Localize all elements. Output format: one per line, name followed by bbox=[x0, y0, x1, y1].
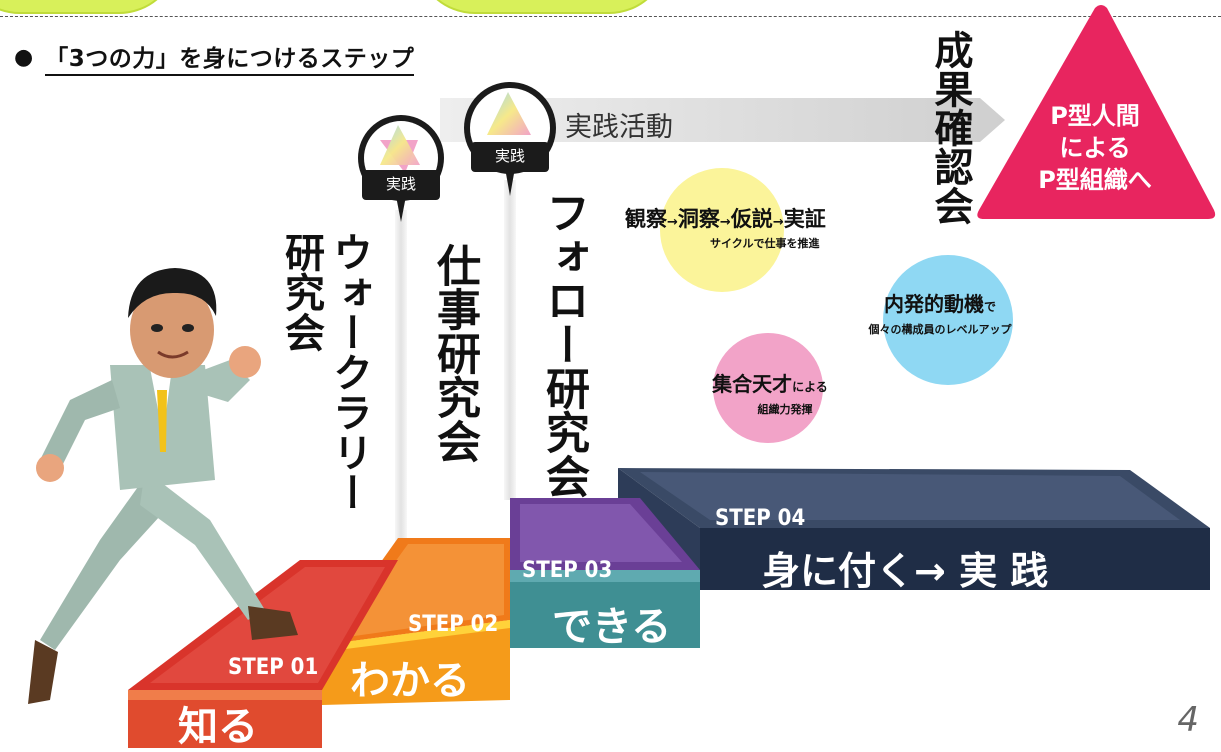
pin-1-label: 実践 bbox=[385, 175, 416, 193]
cycle-verify: 実証 bbox=[783, 207, 826, 231]
step-2-block bbox=[322, 538, 510, 705]
step-1-label: 知る bbox=[178, 704, 258, 750]
step-2-id: STEP 02 bbox=[408, 612, 499, 637]
pole-2 bbox=[504, 180, 516, 500]
milestone-follow: フォロー研究会 bbox=[538, 190, 589, 498]
cycle-insight: 洞察 bbox=[677, 207, 720, 231]
cycle-sub: サイクルで仕事を推進 bbox=[710, 237, 820, 250]
header-divider bbox=[0, 16, 1221, 17]
runner-figure bbox=[28, 268, 298, 704]
blue-circle-text: 内発的動機で 個々の構成員のレベルアップ bbox=[835, 288, 1045, 337]
practice-arrow-label: 実践活動 bbox=[565, 112, 673, 143]
goal-text: P型人間 による P型組織へ bbox=[1015, 100, 1175, 196]
cycle-observe: 観察 bbox=[625, 207, 667, 231]
goal-line-3: P型組織へ bbox=[1038, 166, 1152, 194]
collective-sub: 組織力発揮 bbox=[757, 403, 813, 416]
pink-circle-text: 集合天才による 組織力発揮 bbox=[680, 368, 860, 417]
collective-suffix: による bbox=[792, 380, 828, 394]
step-1-id: STEP 01 bbox=[228, 655, 319, 680]
step-4-block bbox=[618, 468, 1210, 590]
milestone-work: 仕事研究会 bbox=[429, 243, 480, 463]
practice-arrow bbox=[440, 98, 1005, 142]
pin-2 bbox=[464, 82, 556, 196]
pin-2-label: 実践 bbox=[494, 147, 525, 165]
section-heading: ● 「3つの力」を身につけるステップ bbox=[14, 39, 415, 76]
heading-text: 「3つの力」を身につけるステップ bbox=[45, 39, 415, 76]
pink-circle bbox=[713, 333, 823, 443]
yellow-circle bbox=[660, 168, 784, 292]
cycle-arrow-1: → bbox=[667, 215, 678, 230]
goal-line-2: による bbox=[1059, 134, 1131, 162]
milestone-walk-rally-l1: ウォークラリー bbox=[326, 232, 372, 512]
milestone-walk-rally-l2: 研究会 bbox=[278, 232, 324, 352]
step-4-id: STEP 04 bbox=[715, 506, 806, 531]
step-3-block bbox=[510, 498, 700, 648]
step-3-id: STEP 03 bbox=[522, 558, 613, 583]
bullet-icon: ● bbox=[14, 44, 34, 70]
blue-circle bbox=[883, 255, 1013, 385]
motivation-sub: 個々の構成員のレベルアップ bbox=[868, 323, 1012, 336]
milestone-result: 成果確認会 bbox=[928, 30, 973, 225]
pole-1 bbox=[395, 210, 407, 545]
page-number: 4 bbox=[1177, 700, 1199, 740]
goal-triangle bbox=[977, 5, 1216, 219]
cycle-hypothesis: 仮説 bbox=[730, 207, 773, 231]
goal-line-1: P型人間 bbox=[1050, 102, 1140, 130]
collective-main: 集合天才 bbox=[712, 372, 793, 396]
yellow-circle-text: 観察→洞察→仮説→実証 サイクルで仕事を推進 bbox=[625, 203, 925, 251]
step-4-label: 身に付く→ 実 践 bbox=[762, 549, 1049, 593]
step-2-label: わかる bbox=[350, 658, 470, 704]
pin-1 bbox=[358, 115, 444, 222]
cycle-arrow-3: → bbox=[772, 215, 784, 230]
motivation-suffix: で bbox=[983, 300, 996, 314]
motivation-main: 内発的動機 bbox=[883, 292, 984, 316]
cycle-arrow-2: → bbox=[719, 215, 731, 230]
step-3-label: できる bbox=[552, 604, 672, 650]
